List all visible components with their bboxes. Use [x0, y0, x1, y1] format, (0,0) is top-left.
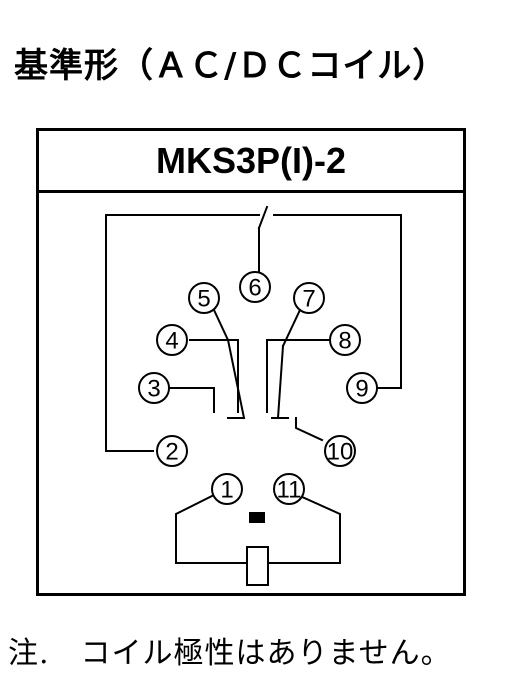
diagram-frame: MKS3P(I)-2 — [36, 128, 466, 596]
wire-pin1-coil — [175, 494, 248, 564]
coil-symbol — [246, 546, 269, 586]
pin-circle-2 — [156, 435, 188, 467]
pin-circle-9 — [346, 372, 378, 404]
wire-pin11-coil — [267, 494, 341, 564]
pin-label-5: 5 — [197, 286, 210, 313]
wire-pin5 — [212, 308, 230, 342]
wire-pin2-to-6 — [105, 214, 260, 452]
pin-label-11: 11 — [277, 477, 302, 504]
pin-label-4: 4 — [165, 328, 178, 355]
pin-circle-5 — [188, 282, 220, 314]
pin-label-9: 9 — [355, 376, 368, 403]
pin-circle-1 — [211, 473, 243, 505]
pin-label-7: 7 — [302, 286, 315, 313]
heading-title: 基準形（ＡＣ/ＤＣコイル） — [14, 46, 448, 86]
pin-label-1: 1 — [220, 477, 233, 504]
wire-pin3 — [169, 387, 215, 413]
contact-right-arm — [276, 344, 285, 420]
model-header: MKS3P(I)-2 — [39, 131, 463, 193]
contact-left-arm — [226, 338, 246, 420]
pin-label-10: 10 — [327, 439, 354, 466]
wire-pin4 — [189, 339, 239, 413]
pin-label-2: 2 — [165, 439, 178, 466]
wire-pin8 — [266, 339, 334, 413]
pin-circle-4 — [156, 324, 188, 356]
pin-circle-10 — [324, 435, 356, 467]
pin-circle-11 — [273, 473, 305, 505]
coil-mark — [249, 512, 265, 523]
model-label: MKS3P(I)-2 — [155, 139, 347, 181]
wire-top-to-pin9 — [273, 214, 402, 389]
contact-pin6-arm — [257, 205, 269, 230]
wire-pin10 — [295, 417, 324, 442]
pin-label-3: 3 — [147, 376, 160, 403]
note-text: 注. コイル極性はありません。 — [8, 636, 452, 671]
pin-circle-6 — [239, 271, 271, 303]
pin-label-8: 8 — [338, 328, 351, 355]
pin-circle-3 — [138, 372, 170, 404]
pin-circle-8 — [329, 324, 361, 356]
pin-circle-7 — [293, 282, 325, 314]
pin-label-6: 6 — [248, 275, 261, 302]
